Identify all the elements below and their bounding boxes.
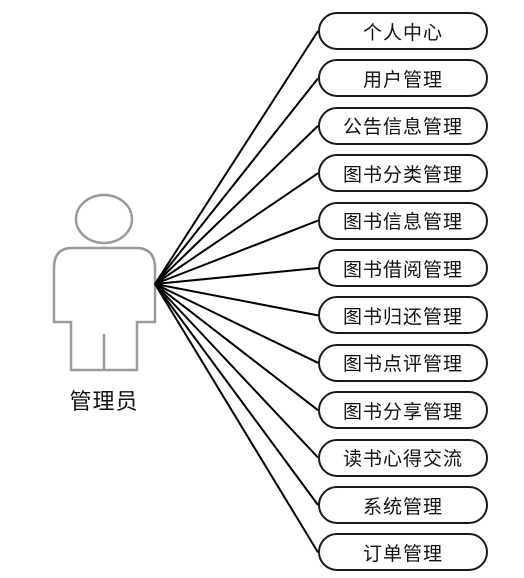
actor-body (52, 246, 157, 372)
use-case-5: 图书信息管理 (318, 201, 488, 240)
connector-line-4 (154, 172, 319, 285)
use-case-2: 用户管理 (318, 59, 488, 98)
use-case-9: 图书分享管理 (318, 391, 488, 430)
connector-line-5 (154, 219, 319, 285)
connector-line-9 (154, 283, 319, 411)
connector-line-1 (154, 30, 319, 285)
connector-line-6 (154, 267, 319, 285)
actor-figure (52, 193, 157, 372)
use-case-12: 订单管理 (318, 533, 488, 572)
use-case-7: 图书归还管理 (318, 296, 488, 335)
use-case-6: 图书借阅管理 (318, 249, 488, 287)
actor-label: 管理员 (69, 390, 139, 415)
use-case-3: 公告信息管理 (318, 106, 488, 145)
connector-line-2 (154, 77, 319, 285)
actor-head (74, 193, 134, 245)
connector-line-10 (154, 283, 319, 459)
use-case-11: 系统管理 (318, 486, 488, 524)
connector-line-8 (154, 283, 319, 364)
connector-line-12 (154, 283, 319, 553)
use-case-4: 图书分类管理 (318, 154, 488, 193)
connector-lines (154, 30, 319, 553)
connector-line-3 (154, 125, 319, 285)
use-case-10: 读书心得交流 (318, 438, 488, 477)
connector-line-7 (154, 283, 319, 317)
connector-line-11 (154, 283, 319, 506)
use-case-1: 个人中心 (318, 12, 488, 50)
use-case-8: 图书点评管理 (318, 343, 488, 382)
